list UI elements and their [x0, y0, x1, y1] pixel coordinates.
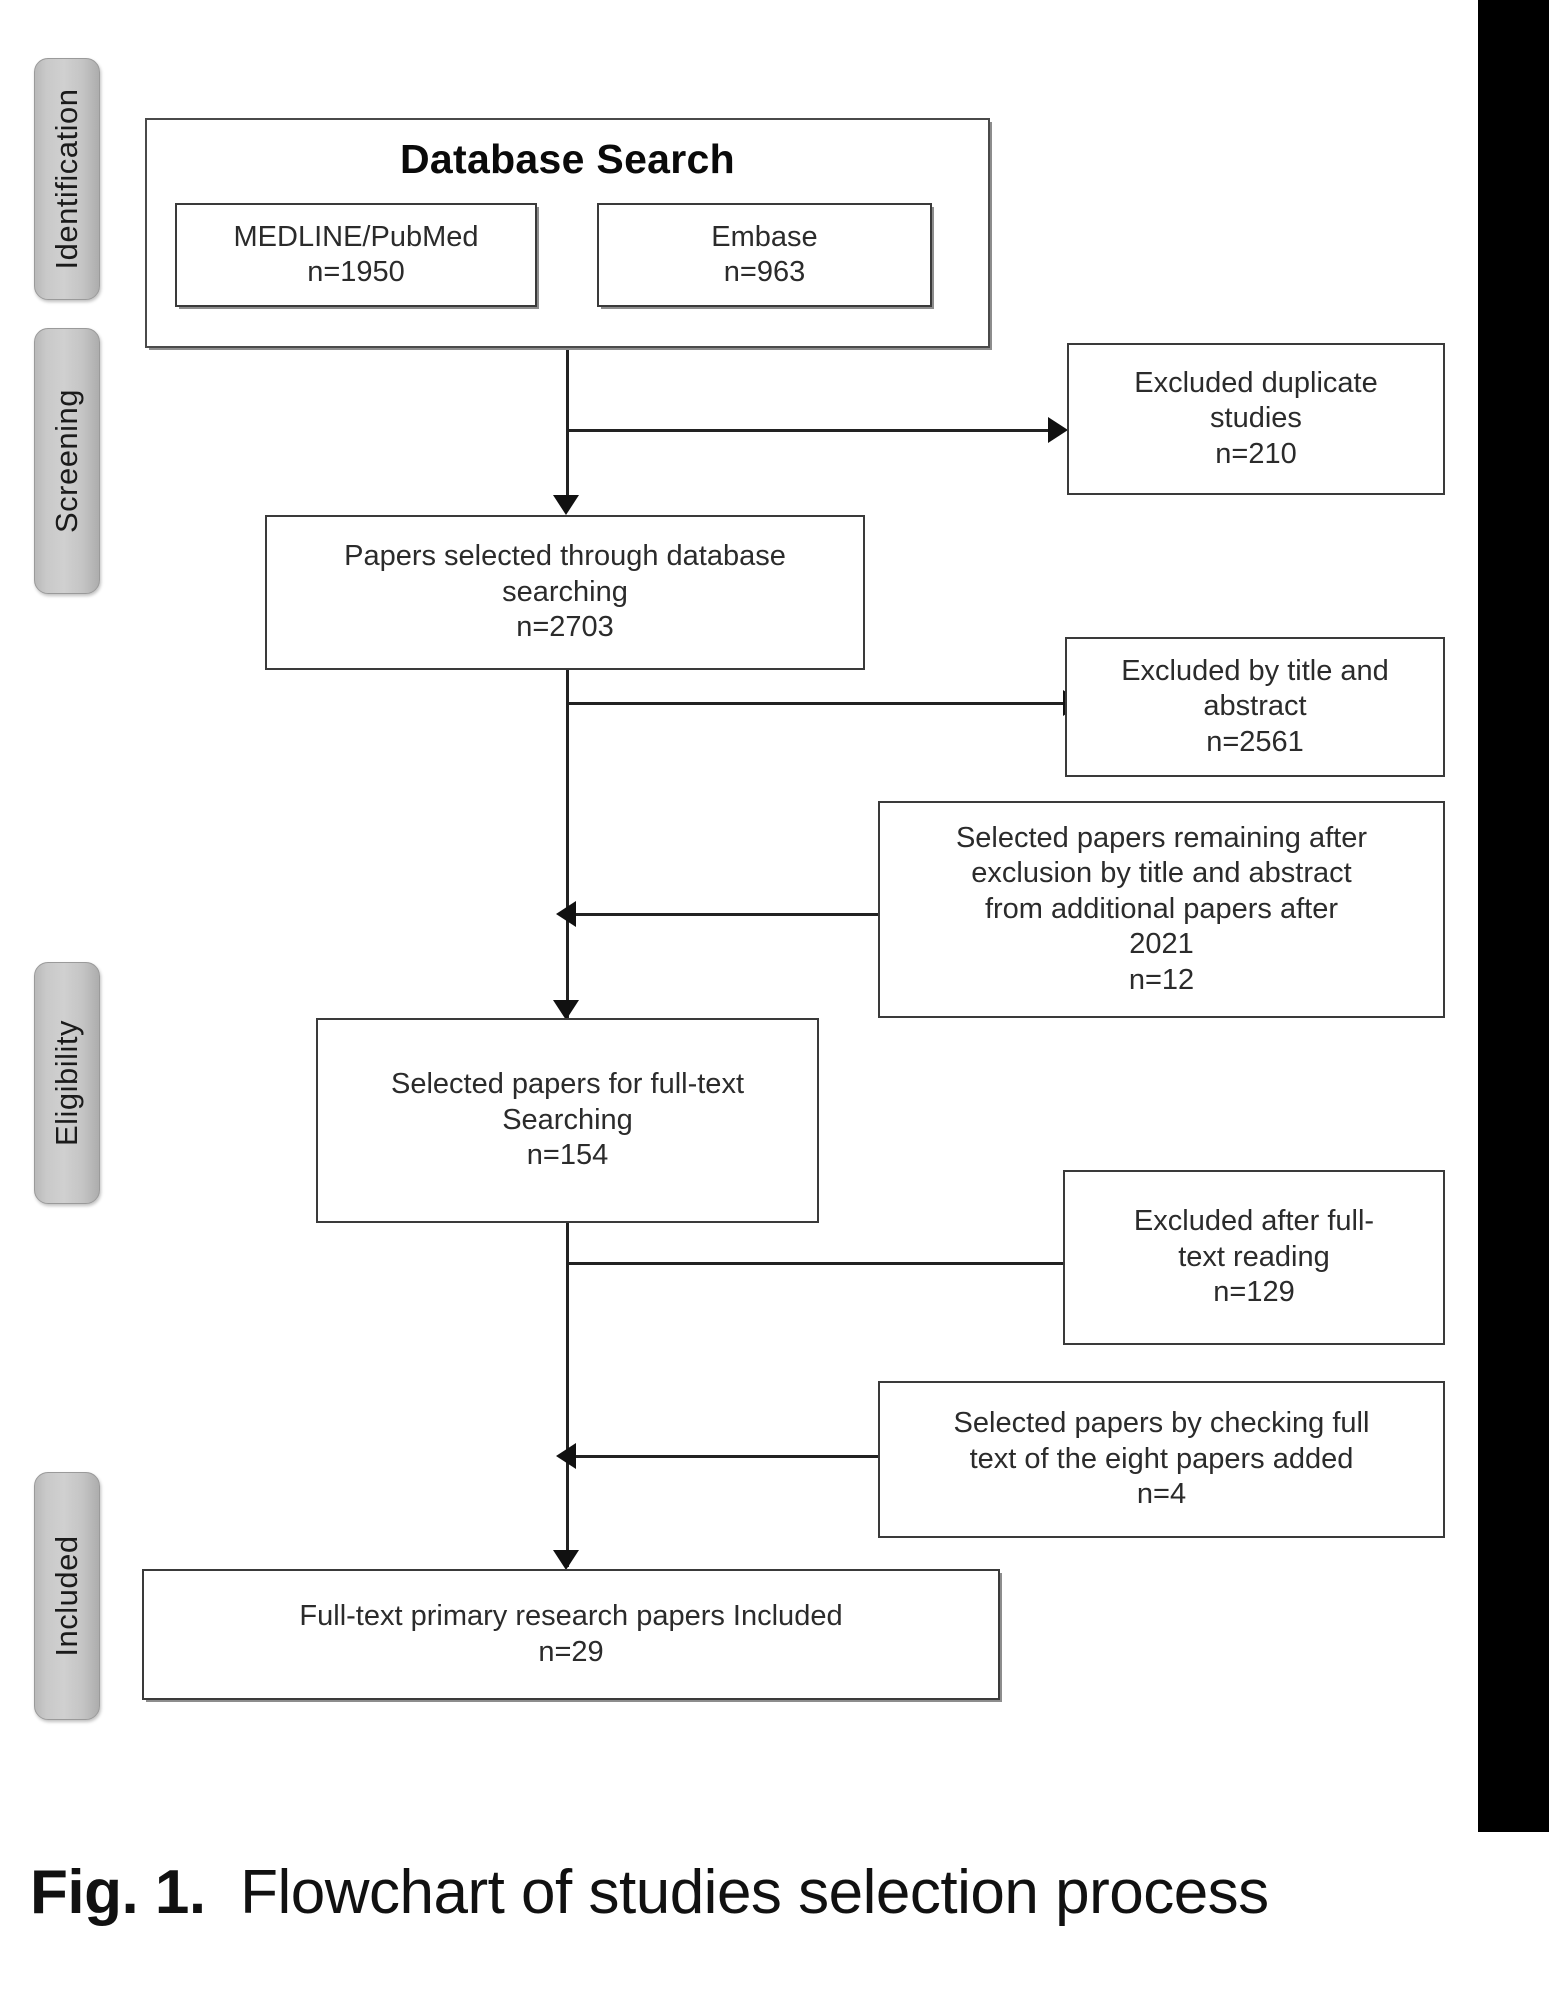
box-included-final-text: Full-text primary research papers Includ…: [299, 1600, 843, 1668]
box-excluded-duplicates: Excluded duplicate studies n=210: [1067, 343, 1445, 495]
stage-tab-identification-label: Identification: [49, 88, 84, 270]
figure-caption: Fig. 1. Flowchart of studies selection p…: [30, 1860, 1530, 1925]
stage-tab-identification: Identification: [34, 58, 100, 300]
arrowhead-into-selected-full-text: [553, 1000, 579, 1020]
database-source-embase-count: n=963: [723, 256, 806, 288]
box-excluded-duplicates-text: Excluded duplicate studies n=210: [1134, 366, 1378, 470]
box-additional-after-2021-text: Selected papers remaining after exclusio…: [955, 822, 1368, 996]
connector-eligibility-to-included: [566, 1222, 569, 1567]
caption-area: Fig. 1. Flowchart of studies selection p…: [0, 1832, 1549, 1998]
box-added-eight-papers: Selected papers by checking full text of…: [878, 1381, 1445, 1538]
database-search-title: Database Search: [400, 136, 735, 182]
connector-screening-to-eligibility: [566, 668, 569, 1018]
connector-to-excluded-duplicates: [566, 429, 1051, 432]
stage-tab-eligibility: Eligibility: [34, 962, 100, 1204]
stage-tab-eligibility-label: Eligibility: [49, 1019, 84, 1147]
box-excluded-title-abstract-text: Excluded by title and abstract n=2561: [1121, 654, 1389, 758]
stage-tab-included-label: Included: [49, 1535, 84, 1657]
database-source-medline-count: n=1950: [307, 256, 405, 288]
box-excluded-full-text-text: Excluded after full- text reading n=129: [1133, 1205, 1375, 1309]
box-selected-full-text: Selected papers for full-text Searching …: [316, 1018, 819, 1223]
database-source-embase-name: Embase: [711, 220, 818, 253]
arrowhead-into-spine-from-additional-2021: [556, 901, 576, 927]
database-source-medline-name: MEDLINE/PubMed: [233, 220, 479, 253]
arrowhead-into-included-final: [553, 1550, 579, 1570]
box-included-final: Full-text primary research papers Includ…: [142, 1569, 1000, 1700]
connector-identification-to-screening: [566, 348, 569, 508]
box-additional-after-2021: Selected papers remaining after exclusio…: [878, 801, 1445, 1018]
arrowhead-into-papers-selected: [553, 495, 579, 515]
connector-to-excluded-full-text: [566, 1262, 1066, 1265]
stage-tab-screening-label: Screening: [49, 388, 84, 534]
arrowhead-into-excluded-duplicates: [1048, 417, 1068, 443]
connector-to-excluded-title-abstract: [566, 702, 1066, 705]
connector-from-eight-papers-added: [568, 1455, 880, 1458]
stage-tab-included: Included: [34, 1472, 100, 1720]
box-selected-full-text-text: Selected papers for full-text Searching …: [390, 1068, 744, 1172]
box-added-eight-papers-text: Selected papers by checking full text of…: [953, 1407, 1370, 1511]
connector-from-additional-2021: [568, 913, 880, 916]
box-excluded-title-abstract: Excluded by title and abstract n=2561: [1065, 637, 1445, 777]
figure-caption-text: Flowchart of studies selection process: [240, 1858, 1269, 1927]
box-papers-selected: Papers selected through database searchi…: [265, 515, 865, 670]
figure-caption-label: Fig. 1.: [30, 1858, 206, 1927]
stage-tab-screening: Screening: [34, 328, 100, 594]
arrowhead-into-spine-from-eight-papers: [556, 1443, 576, 1469]
box-excluded-full-text: Excluded after full- text reading n=129: [1063, 1170, 1445, 1345]
box-papers-selected-text: Papers selected through database searchi…: [344, 540, 786, 644]
